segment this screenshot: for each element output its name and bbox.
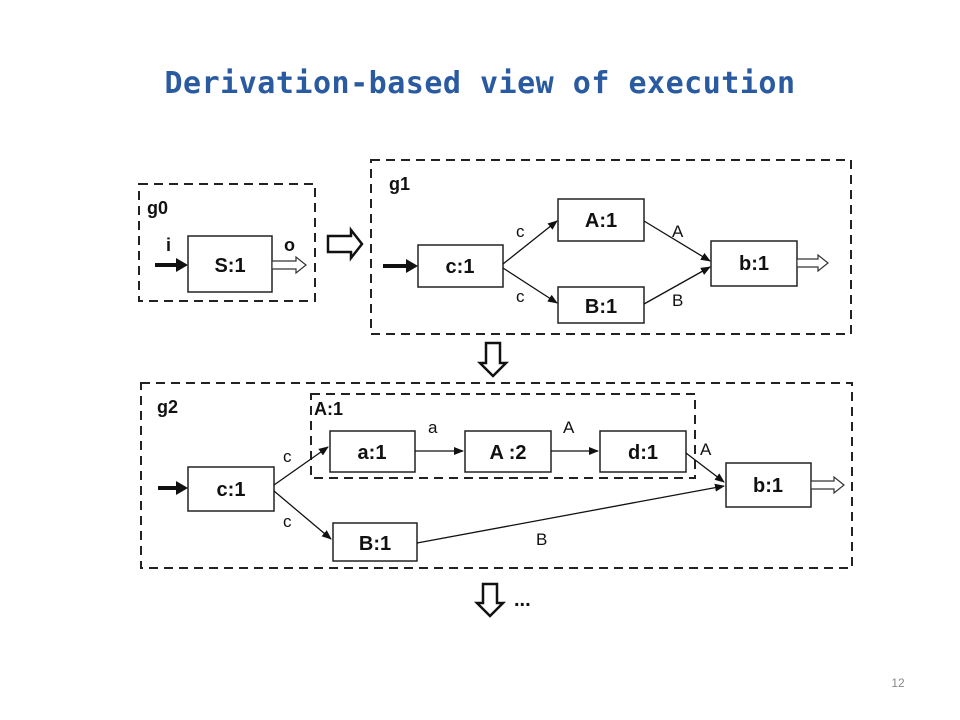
g2-node-d1-label: d:1: [628, 442, 658, 464]
g0-output-arrow: [271, 255, 307, 275]
g2-inner-label: A:1: [314, 399, 343, 419]
g2-edge-d-to-out-label: A: [700, 440, 712, 459]
g1-frame: [370, 159, 852, 335]
g2-edge-a1-to-a2-label: a: [428, 418, 438, 437]
g2-edge-b-to-out: [416, 483, 725, 544]
g1-node-c1: [417, 244, 504, 288]
g1-edge-a-to-out: [643, 220, 711, 262]
g2-node-a1: [329, 430, 416, 473]
g1-node-a1: [557, 198, 645, 242]
g2-node-a2-label: A :2: [489, 442, 526, 464]
graph-g1: g1 c:1 A:1 B:1 b:1 c c A B: [370, 159, 852, 335]
g2-node-b1: [332, 522, 418, 562]
g1-output-arrow: [796, 253, 829, 273]
g1-edge-c-to-a: [502, 220, 558, 265]
g2-node-a1-label: a:1: [358, 442, 387, 464]
g2-edge-c-to-b-label: c: [283, 512, 292, 531]
g2-output-arrow: [810, 475, 845, 495]
g1-node-out-b1: [710, 240, 798, 287]
derivation-arrow-g1-g2: [476, 341, 510, 378]
g1-edge-c-to-a-label: c: [516, 222, 525, 241]
g2-edge-c-to-inner-label: c: [283, 447, 292, 466]
g1-edge-c-to-b: [502, 267, 558, 304]
g1-input-arrow-head: [406, 259, 418, 273]
g2-edge-c-to-inner: [273, 446, 329, 486]
g0-input-arrow-head: [176, 258, 188, 272]
g2-edge-d-to-out: [685, 452, 725, 483]
g2-node-out-b1: [725, 462, 812, 508]
g2-label: g2: [157, 397, 178, 417]
g2-node-out-b1-label: b:1: [753, 475, 783, 497]
g1-node-a1-label: A:1: [585, 210, 617, 232]
g1-node-out-b1-label: b:1: [739, 253, 769, 275]
g1-node-b1-label: B:1: [585, 296, 617, 318]
graph-g2: g2 A:1 c:1 a:1 A :2 d:1 B:1 b:1 c c a A …: [140, 382, 853, 569]
g2-edge-a2-to-d-label: A: [563, 418, 575, 437]
g0-frame: [138, 183, 316, 302]
g2-input-arrow-head: [176, 481, 188, 495]
g2-node-d1: [599, 430, 687, 473]
g1-node-b1: [557, 286, 645, 324]
g1-edge-b-to-out: [643, 266, 711, 305]
g2-node-a2: [464, 430, 552, 473]
g1-node-c1-label: c:1: [446, 256, 475, 278]
g1-edge-c-to-b-label: c: [516, 287, 525, 306]
g0-label: g0: [147, 198, 168, 218]
g0-node-s1-label: S:1: [214, 255, 245, 277]
derivation-arrow-g0-g1: [326, 226, 364, 262]
g0-output-label: o: [284, 235, 295, 255]
g1-edge-a-to-out-label: A: [672, 222, 684, 241]
g2-edge-c-to-b: [273, 490, 332, 540]
continuation-ellipsis: ...: [514, 589, 531, 611]
g1-edge-b-to-out-label: B: [672, 291, 683, 310]
g1-label: g1: [389, 174, 410, 194]
g0-node-s1: [187, 235, 273, 293]
graph-g0: g0 i o S:1: [138, 183, 316, 302]
g2-node-b1-label: B:1: [359, 533, 391, 555]
g2-node-c1: [187, 466, 275, 512]
g0-input-label: i: [166, 235, 171, 255]
derivation-arrow-g2-next: [473, 582, 507, 618]
g2-node-c1-label: c:1: [217, 479, 246, 501]
slide-title: Derivation-based view of execution: [164, 66, 796, 101]
g2-inner-frame-a1: [310, 393, 696, 479]
page-number: 12: [891, 676, 905, 690]
g2-frame: [140, 382, 853, 569]
g2-edge-b-to-out-label: B: [536, 530, 547, 549]
